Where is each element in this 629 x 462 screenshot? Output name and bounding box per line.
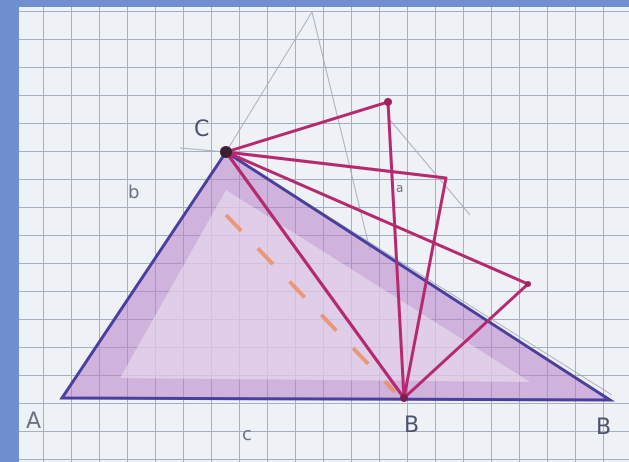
construction-line-4: [389, 119, 471, 216]
label-vertex-b-right: B: [596, 415, 611, 440]
construction-line-1: [225, 11, 313, 153]
construction-line-5: [179, 147, 227, 153]
vertex-top-dot: [384, 98, 392, 106]
label-small-mark: a: [396, 181, 403, 195]
vertex-b-mid-dot: [400, 394, 408, 402]
label-side-c: c: [242, 424, 252, 445]
vertex-c-dot: [220, 146, 232, 158]
vertex-right-dot: [525, 281, 531, 287]
label-side-b: b: [128, 182, 139, 203]
rotated-triangles: [224, 100, 530, 400]
rotated-triangle-3: [224, 150, 530, 400]
label-vertex-c: C: [194, 117, 209, 142]
label-vertex-a: A: [26, 409, 41, 434]
main-triangle-inner-light: [120, 190, 530, 382]
dashed-median: [224, 213, 397, 394]
main-triangle: [59, 149, 616, 402]
label-vertex-b-mid: B: [404, 413, 419, 438]
